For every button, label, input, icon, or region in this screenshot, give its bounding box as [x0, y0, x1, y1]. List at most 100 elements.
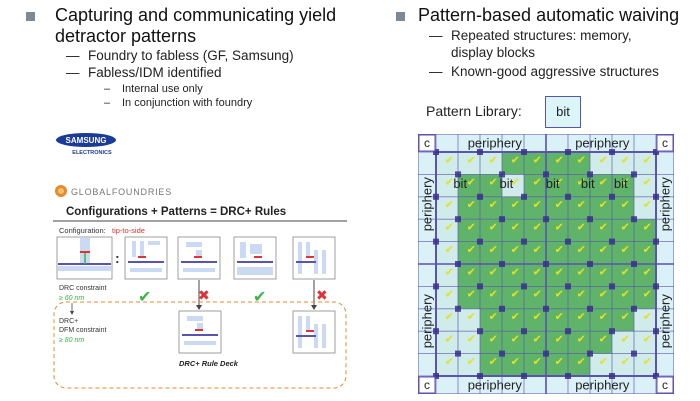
- left-subsub-text-1: Internal use only: [122, 83, 203, 95]
- check-icon: ✔: [138, 287, 151, 306]
- left-heading-line2: detractor patterns: [55, 26, 197, 46]
- check-icon: ✔: [445, 310, 454, 323]
- contact: [433, 328, 439, 335]
- bit-label: bit: [500, 176, 514, 191]
- check-icon: ✔: [643, 198, 652, 211]
- contact: [477, 193, 483, 200]
- check-icon: ✔: [621, 355, 630, 368]
- check-icon: ✔: [533, 153, 542, 166]
- periphery-label: periphery: [468, 378, 523, 393]
- check-icon: ✔: [621, 176, 630, 189]
- check-icon: ✔: [577, 355, 586, 368]
- check-icon: ✔: [643, 221, 652, 234]
- check-icon: ✔: [621, 288, 630, 301]
- check-icon: ✔: [445, 333, 454, 346]
- check-icon: ✔: [577, 221, 586, 234]
- check-icon: ✔: [577, 198, 586, 211]
- contact: [499, 261, 505, 267]
- check-icon: ✔: [489, 153, 498, 166]
- corner-label: c: [662, 378, 668, 392]
- check-icon: ✔: [643, 310, 652, 323]
- check-icon: ✔: [533, 355, 542, 368]
- check-icon: ✔: [253, 287, 266, 306]
- contact: [543, 171, 549, 178]
- dash-icon: —: [429, 28, 443, 43]
- check-icon: ✔: [599, 153, 608, 166]
- check-icon: ✔: [643, 153, 652, 166]
- contact: [477, 283, 483, 290]
- gf-brand: GLOBALFOUNDRIES: [71, 187, 172, 197]
- check-icon: ✔: [467, 221, 476, 234]
- memory-array-svg: ✔ ✔ ✔ ✔ ✔ ✔ ✔ ✔ ✔ ✔ ✔ ✔ ✔ ✔ ✔ ✔ ✔ ✔ ✔ ✔ ✔ ✔ ✔ ✔ ✔ ✔ ✔ ✔ ✔ ✔ ✔ ✔ ✔ ✔ ✔ ✔ ✔ ✔ ✔ ✔…: [417, 133, 675, 395]
- pattern-3: [233, 236, 277, 280]
- unmatched-patch: [590, 152, 656, 175]
- check-icon: ✔: [599, 265, 608, 278]
- check-icon: ✔: [489, 288, 498, 301]
- check-icon: ✔: [467, 265, 476, 278]
- contact: [433, 238, 439, 245]
- deck-pattern-2: [292, 310, 336, 354]
- contact: [521, 238, 527, 245]
- memory-array-grid: ✔ ✔ ✔ ✔ ✔ ✔ ✔ ✔ ✔ ✔ ✔ ✔ ✔ ✔ ✔ ✔ ✔ ✔ ✔ ✔ ✔ ✔ ✔ ✔ ✔ ✔ ✔ ✔ ✔ ✔ ✔ ✔ ✔ ✔ ✔ ✔ ✔ ✔ ✔ ✔…: [417, 133, 675, 395]
- check-icon: ✔: [555, 221, 564, 234]
- contact: [543, 261, 549, 267]
- gf-title: Configurations + Patterns = DRC+ Rules: [66, 206, 286, 218]
- contact: [609, 149, 615, 155]
- gf-config-value: tip-to-side: [112, 226, 145, 235]
- contact: [433, 283, 439, 290]
- check-icon: ✔: [555, 333, 564, 346]
- left-sub-item-1: —Foundry to fabless (GF, Samsung): [66, 48, 294, 64]
- check-icon: ✔: [533, 176, 542, 189]
- check-icon: ✔: [599, 333, 608, 346]
- check-icon: ✔: [489, 243, 498, 256]
- check-icon: ✔: [621, 243, 630, 256]
- check-icon: ✔: [445, 153, 454, 166]
- contact: [609, 238, 615, 245]
- check-icon: ✔: [511, 153, 520, 166]
- dash-icon: —: [429, 64, 443, 79]
- cross-icon: ✖: [198, 288, 210, 304]
- unmatched-patch: [612, 331, 634, 354]
- contact: [565, 238, 571, 245]
- left-sub-text-2: Fabless/IDM identified: [88, 65, 222, 80]
- contact: [565, 283, 571, 290]
- check-icon: ✔: [599, 176, 608, 189]
- contact: [521, 373, 527, 379]
- contact: [609, 373, 615, 379]
- check-icon: ✔: [577, 288, 586, 301]
- check-icon: ✔: [533, 221, 542, 234]
- contact: [609, 193, 615, 200]
- check-icon: ✔: [511, 198, 520, 211]
- contact: [433, 373, 439, 379]
- dash-icon: —: [66, 65, 80, 80]
- contact: [543, 305, 549, 312]
- check-icon: ✔: [489, 310, 498, 323]
- contact: [477, 373, 483, 379]
- rule-deck-box: [53, 301, 347, 389]
- contact: [653, 328, 659, 335]
- check-icon: ✔: [555, 176, 564, 189]
- left-subsub-text-2: In conjunction with foundry: [122, 97, 253, 109]
- right-sub-item-1b: display blocks: [451, 45, 536, 60]
- check-icon: ✔: [555, 198, 564, 211]
- contact: [631, 216, 637, 223]
- contact: [433, 149, 439, 155]
- check-icon: ✔: [467, 176, 476, 189]
- check-icon: ✔: [511, 243, 520, 256]
- pattern-2: [177, 236, 221, 280]
- check-icon: ✔: [489, 198, 498, 211]
- check-icon: ✔: [555, 153, 564, 166]
- contact: [565, 328, 571, 335]
- corner-label: c: [662, 136, 668, 150]
- check-icon: ✔: [555, 265, 564, 278]
- check-icon: ✔: [643, 265, 652, 278]
- check-icon: ✔: [599, 310, 608, 323]
- check-icon: ✔: [445, 288, 454, 301]
- contact: [631, 305, 637, 312]
- right-sub-item-1: —Repeated structures: memory,: [429, 28, 632, 44]
- contact: [631, 350, 637, 357]
- contact: [521, 193, 527, 200]
- right-heading: Pattern-based automatic waiving: [418, 5, 680, 25]
- samsung-name: SAMSUNG: [66, 136, 107, 145]
- contact: [499, 305, 505, 312]
